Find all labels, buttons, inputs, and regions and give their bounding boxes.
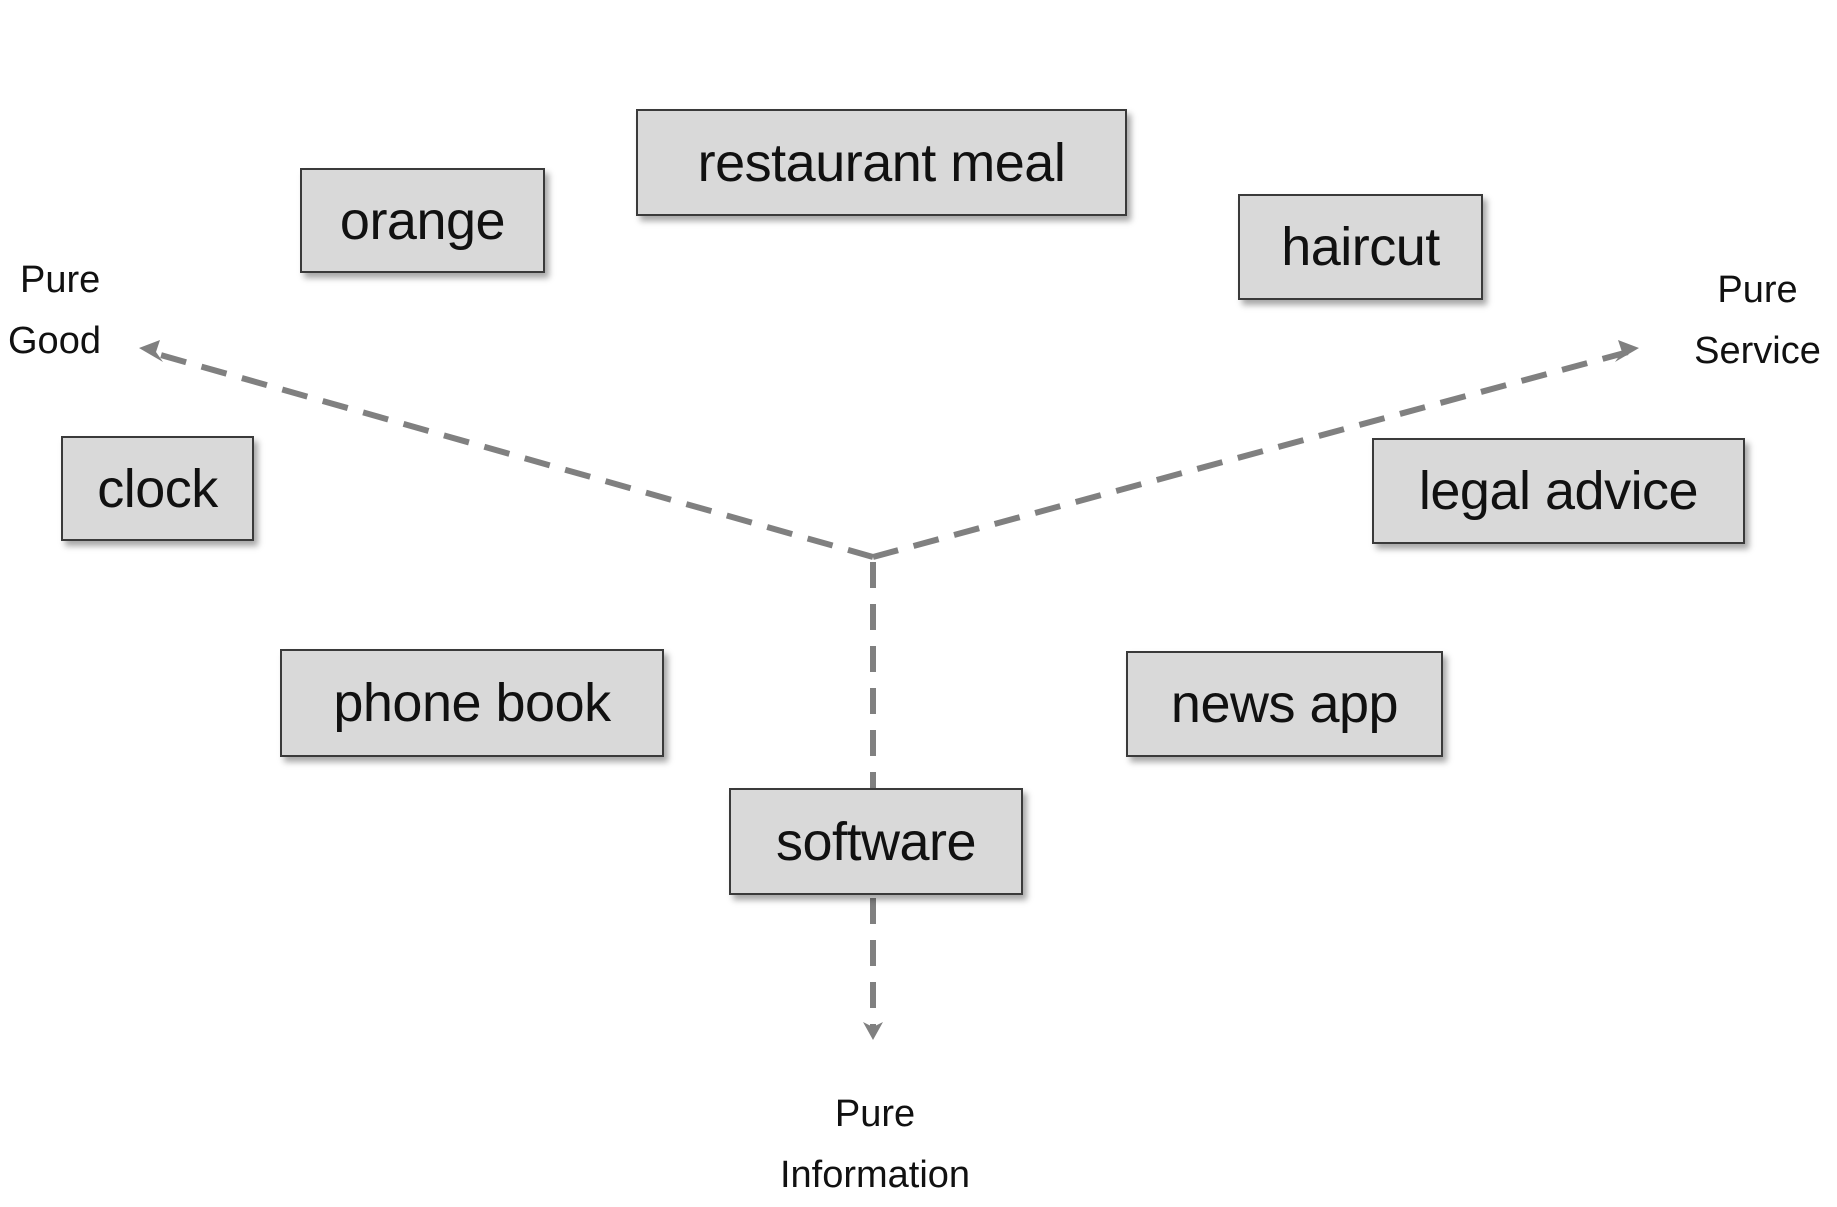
item-legal-advice: legal advice bbox=[1372, 438, 1745, 544]
arrowhead-service-icon bbox=[1615, 340, 1639, 362]
axis-pure-good bbox=[149, 349, 874, 560]
item-haircut: haircut bbox=[1238, 194, 1483, 300]
label-line: Pure bbox=[834, 1093, 916, 1135]
item-clock: clock bbox=[61, 436, 254, 541]
item-phone-book: phone book bbox=[280, 649, 664, 757]
label-line: Good bbox=[8, 320, 101, 362]
item-restaurant-meal: restaurant meal bbox=[636, 109, 1127, 216]
label-pure-good: Pure Good bbox=[8, 250, 101, 372]
label-line: Pure bbox=[1717, 269, 1798, 311]
label-line: Information bbox=[779, 1154, 971, 1196]
item-news-app: news app bbox=[1126, 651, 1443, 757]
arrowhead-good-icon bbox=[139, 340, 163, 362]
label-pure-information: Pure Information bbox=[735, 1084, 1015, 1206]
item-software: software bbox=[729, 788, 1023, 895]
label-line: Service bbox=[1694, 330, 1821, 372]
label-line: Pure bbox=[20, 259, 101, 301]
arrowhead-information-icon bbox=[863, 1022, 883, 1040]
item-orange: orange bbox=[300, 168, 545, 273]
axis-pure-service bbox=[872, 349, 1629, 560]
label-pure-service: Pure Service bbox=[1680, 260, 1835, 382]
